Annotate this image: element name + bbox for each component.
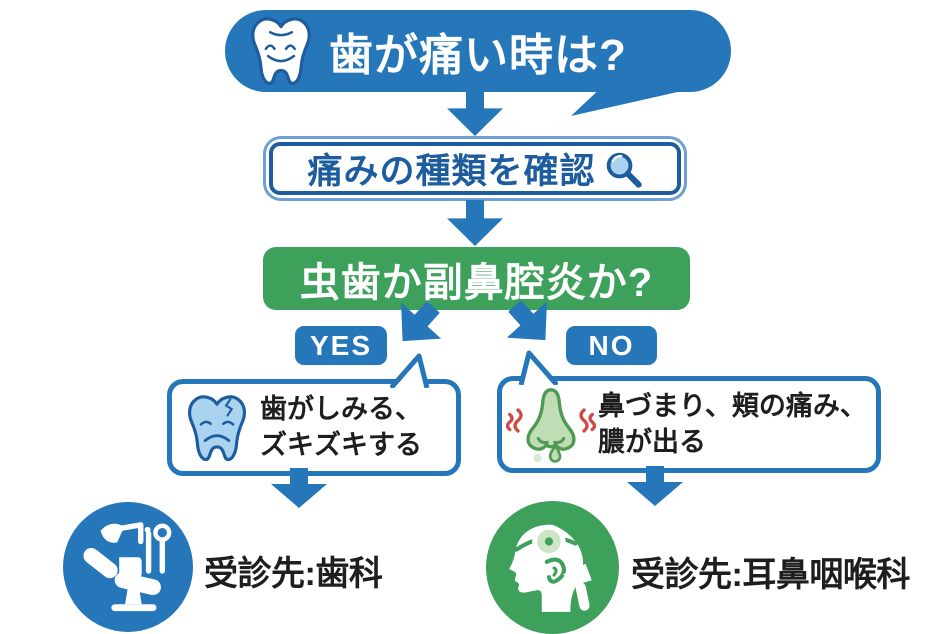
ent-circle	[486, 501, 619, 634]
happy-tooth-icon	[251, 17, 311, 86]
yes-badge: YES	[295, 326, 387, 365]
no-symptom-line1: 鼻づまり、頬の痛み、	[598, 390, 867, 421]
yes-symptom-line1: 歯がしみる、	[260, 393, 422, 424]
dentist-destination-label: 受診先:歯科	[204, 555, 383, 593]
arrow-diagonal-left-icon	[401, 301, 442, 342]
no-symptom-line2: 膿が出る	[598, 426, 706, 457]
arrow-down-icon	[447, 200, 503, 246]
no-badge: NO	[566, 326, 657, 365]
check-step-box: 痛みの種類を確認	[263, 136, 687, 201]
speech-tail	[518, 350, 558, 385]
question-box: 虫歯か副鼻腔炎か?	[263, 247, 690, 310]
no-symptom-bubble: 鼻づまり、頬の痛み、 膿が出る	[497, 350, 881, 473]
check-step-inner: 痛みの種類を確認	[269, 142, 681, 195]
arrow-down-icon	[271, 468, 327, 508]
yes-symptom-line2: ズキズキする	[260, 429, 422, 460]
title-bubble: 歯が痛い時は?	[225, 10, 731, 92]
sad-tooth-icon	[187, 394, 247, 461]
dental-chair-icon	[83, 522, 172, 612]
speech-tail	[390, 353, 430, 388]
arrow-diagonal-right-icon	[506, 300, 547, 341]
title-bubble-tail	[571, 84, 713, 116]
inflamed-nose-icon	[506, 387, 596, 463]
arrow-down-icon	[447, 90, 503, 136]
dentist-circle	[63, 502, 193, 632]
ent-destination-label: 受診先:耳鼻咽喉科	[631, 556, 910, 594]
yes-symptom-bubble: 歯がしみる、 ズキズキする	[167, 353, 461, 476]
yes-symptom-text: 歯がしみる、 ズキズキする	[260, 392, 422, 463]
no-symptom-text: 鼻づまり、頬の痛み、 膿が出る	[598, 389, 867, 460]
ent-head-icon	[508, 524, 592, 612]
question-label: 虫歯か副鼻腔炎か?	[299, 260, 654, 305]
page-title: 歯が痛い時は?	[329, 31, 627, 80]
arrow-down-icon	[627, 466, 683, 506]
magnifier-icon	[606, 152, 642, 188]
check-step-label: 痛みの種類を確認	[307, 152, 596, 191]
